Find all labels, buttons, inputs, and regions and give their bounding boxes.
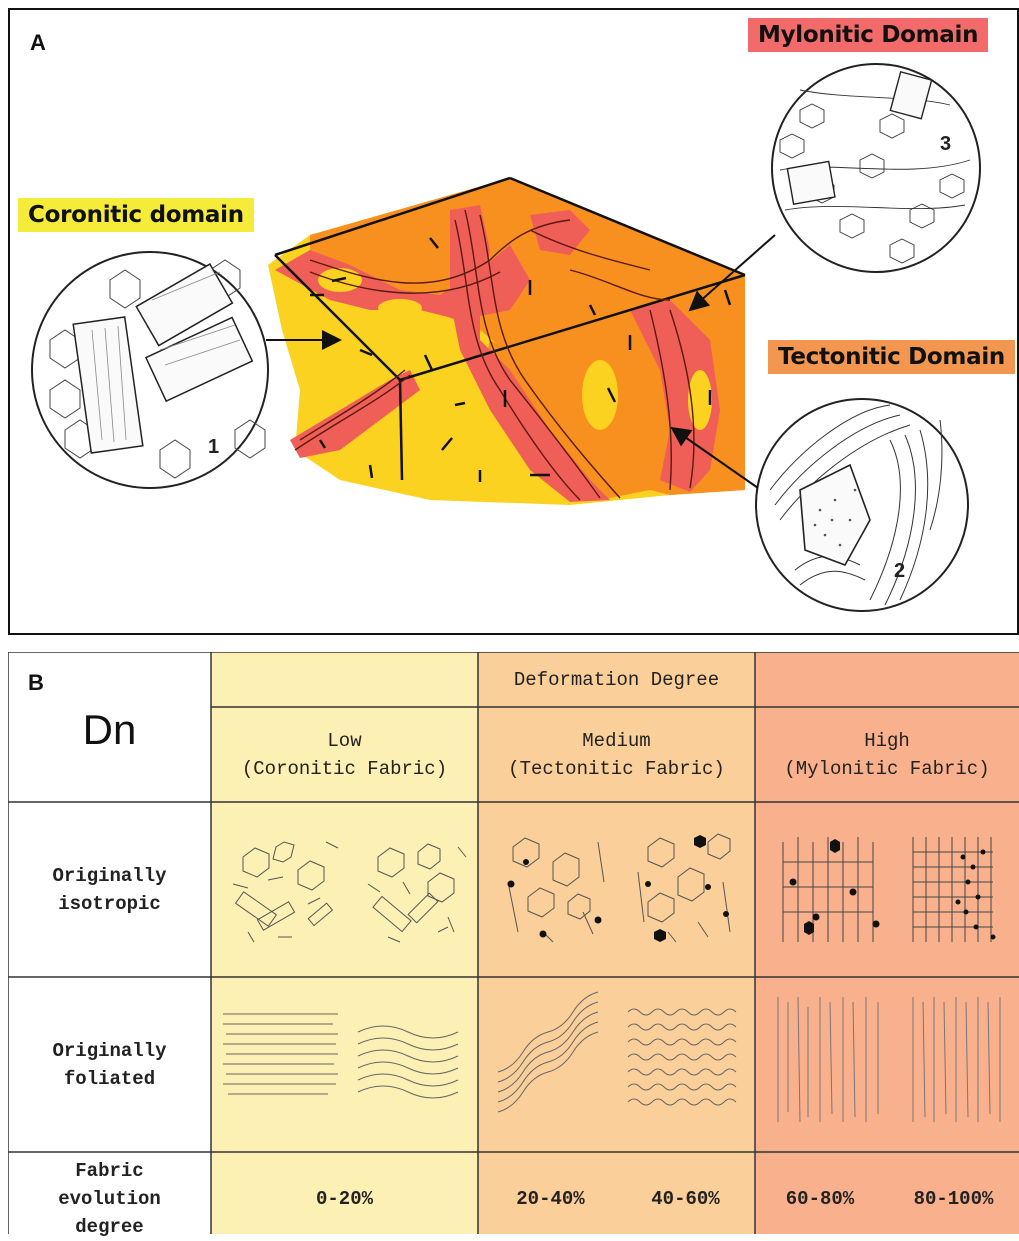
row-foliated-line2: foliated (64, 1065, 155, 1093)
column-medium-fabric: (Tectonitic Fabric) (508, 755, 725, 783)
coronitic-domain-label: Coronitic domain (18, 198, 254, 232)
evolution-value-60-80: 60-80% (760, 1182, 880, 1216)
inset-number-2: 2 (894, 560, 905, 582)
column-low-name: Low (327, 727, 361, 755)
inset-tectonitic: 2 (756, 399, 968, 611)
row-isotropic-line2: isotropic (58, 890, 161, 918)
row-evolution-line2: evolution (58, 1185, 161, 1213)
column-low-fabric: (Coronitic Fabric) (242, 755, 447, 783)
evolution-value-20-40: 20-40% (488, 1182, 613, 1216)
panel-a-label: A (30, 30, 46, 56)
dn-title: Dn (8, 692, 211, 767)
inset-number-1: 1 (208, 436, 219, 458)
inset-number-3: 3 (940, 133, 951, 155)
column-medium-name: Medium (582, 727, 650, 755)
column-header-low: Low (Coronitic Fabric) (211, 707, 478, 802)
row-label-evolution: Fabric evolution degree (8, 1157, 211, 1234)
column-high-name: High (864, 727, 910, 755)
mylonitic-domain-label: Mylonitic Domain (748, 18, 988, 52)
row-foliated-line1: Originally (52, 1037, 166, 1065)
column-header-medium: Medium (Tectonitic Fabric) (478, 707, 755, 802)
panel-b: B Dn Deformation Degree Low (Coronitic F… (8, 652, 1019, 1234)
evolution-value-0-20: 0-20% (211, 1182, 478, 1216)
column-header-high: High (Mylonitic Fabric) (755, 707, 1019, 802)
deformation-degree-header: Deformation Degree (478, 652, 755, 707)
row-isotropic-line1: Originally (52, 862, 166, 890)
panel-a: 1 3 (8, 8, 1019, 635)
row-evolution-line3: degree (75, 1213, 143, 1241)
inset-mylonitic: 3 (772, 64, 980, 272)
row-label-foliated: Originally foliated (8, 977, 211, 1152)
row-label-isotropic: Originally isotropic (8, 802, 211, 977)
row-evolution-line1: Fabric (75, 1157, 143, 1185)
evolution-value-40-60: 40-60% (623, 1182, 748, 1216)
evolution-value-80-100: 80-100% (888, 1182, 1019, 1216)
tectonitic-domain-label: Tectonitic Domain (768, 340, 1015, 374)
inset-coronitic: 1 (32, 252, 268, 488)
block-diagram: 1 3 (10, 10, 1019, 637)
column-high-fabric: (Mylonitic Fabric) (784, 755, 989, 783)
